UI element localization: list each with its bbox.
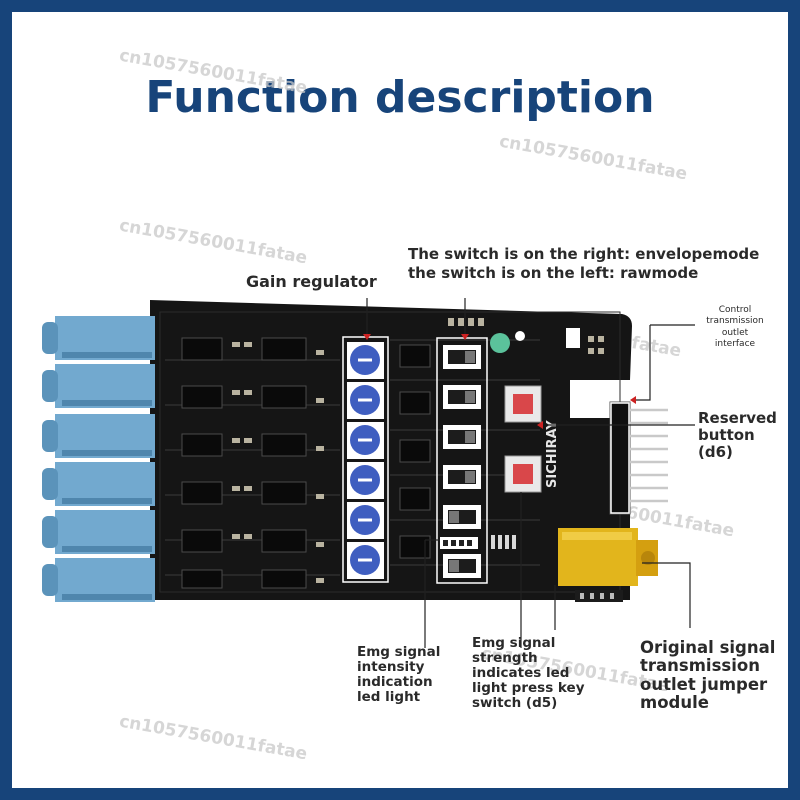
- push-button-d6: [504, 385, 542, 423]
- slide-switch: [443, 505, 481, 529]
- audio-jack: [42, 462, 155, 506]
- label-gain-regulator: Gain regulator: [246, 272, 377, 291]
- leader-arrows: [363, 334, 636, 429]
- label-original-signal: Original signal transmission outlet jump…: [640, 638, 776, 713]
- audio-jack-column: [42, 316, 155, 602]
- slide-switch: [443, 345, 481, 369]
- label-emg-strength: Emg signal strength indicates led light …: [472, 635, 585, 712]
- audio-jack: [42, 364, 155, 408]
- potentiometer: [347, 542, 384, 579]
- header-pins: [630, 408, 668, 503]
- potentiometer: [347, 382, 384, 419]
- label-reserved-button: Reserved button (d6): [698, 409, 777, 461]
- label-emg-intensity: Emg signal intensity indication led ligh…: [357, 644, 441, 706]
- potentiometer: [347, 342, 384, 379]
- label-switch-right: The switch is on the right: envelopemode: [408, 245, 760, 263]
- led-indicators-right: [491, 535, 516, 549]
- audio-jack: [42, 414, 155, 458]
- page-title: Function description: [145, 72, 655, 123]
- slide-switch: [443, 465, 481, 489]
- audio-jack: [42, 558, 155, 602]
- smd-components: [232, 318, 604, 583]
- leader-control: [632, 325, 651, 401]
- pin-header: [609, 401, 631, 515]
- slide-switch-frame: [436, 337, 488, 584]
- push-button-d5: [504, 455, 542, 493]
- pcb-board: [150, 300, 632, 600]
- ic-chips: [181, 337, 431, 589]
- slide-switch-column: [443, 345, 481, 578]
- audio-jack: [42, 510, 155, 554]
- leader-original-right: [642, 562, 691, 628]
- led-indicators: [443, 540, 472, 546]
- leader-lines: [366, 298, 695, 648]
- slide-switch: [443, 425, 481, 449]
- original-signal-connector: [558, 528, 658, 586]
- slide-switch: [443, 385, 481, 409]
- silkscreen-brand: SICHIRAY: [545, 420, 560, 488]
- potentiometer: [347, 462, 384, 499]
- label-control-interface: Control transmission outlet interface: [706, 305, 764, 349]
- potentiometer-column: [347, 342, 384, 579]
- power-indicator: [490, 333, 510, 353]
- slide-switch: [443, 554, 481, 578]
- label-switch-left: the switch is on the left: rawmode: [408, 264, 699, 282]
- potentiometer: [347, 502, 384, 539]
- audio-jack: [42, 316, 155, 360]
- potentiometer: [347, 422, 384, 459]
